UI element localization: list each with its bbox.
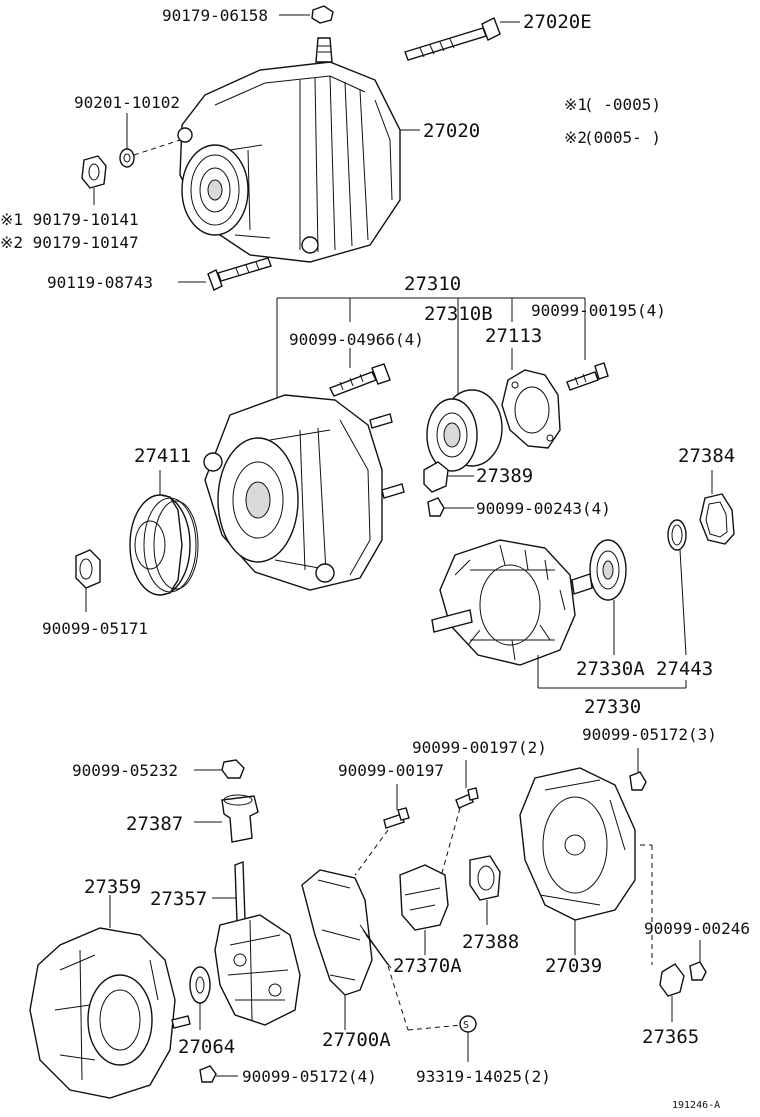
label-90179-10147: ※2 90179-10147 bbox=[0, 233, 139, 252]
screw-90099-00246 bbox=[689, 961, 707, 981]
label-27370A: 27370A bbox=[393, 955, 462, 977]
label-27700A: 27700A bbox=[322, 1029, 391, 1051]
label-27357: 27357 bbox=[150, 888, 207, 910]
collar-27389 bbox=[423, 461, 449, 493]
bolt-90099-04966 bbox=[329, 363, 391, 397]
legend-note2-range: (0005- ) bbox=[584, 128, 661, 147]
label-27388: 27388 bbox=[462, 931, 519, 953]
pulley-27411 bbox=[129, 494, 199, 596]
label-90179-06158: 90179-06158 bbox=[162, 6, 268, 25]
through-bolt-27020E bbox=[404, 17, 501, 61]
rotor-assembly-27330 bbox=[431, 539, 593, 666]
label-90179-10141: ※1 90179-10141 bbox=[0, 210, 139, 229]
label-27411: 27411 bbox=[134, 445, 191, 467]
screw-90099-00195 bbox=[566, 362, 609, 391]
label-27384: 27384 bbox=[678, 445, 735, 467]
nut-90099-05172-3 bbox=[629, 771, 647, 791]
label-90099-04966: 90099-04966(4) bbox=[289, 330, 424, 349]
ring-27443 bbox=[667, 519, 687, 551]
pulley-nut-90099-05171 bbox=[75, 549, 101, 589]
label-90099-00197: 90099-00197 bbox=[338, 761, 444, 780]
label-27020: 27020 bbox=[423, 120, 480, 142]
terminal-nut-90099-05232 bbox=[221, 759, 245, 779]
label-27387: 27387 bbox=[126, 813, 183, 835]
s-mark-93319-14025: S bbox=[459, 1015, 477, 1033]
regulator-27700A bbox=[301, 869, 392, 996]
label-27310B: 27310B bbox=[424, 303, 493, 325]
legend-note1-range: ( -0005) bbox=[584, 95, 661, 114]
label-90119-08743: 90119-08743 bbox=[47, 273, 153, 292]
label-90099-05172-4: 90099-05172(4) bbox=[242, 1067, 377, 1086]
label-27330A: 27330A bbox=[576, 658, 645, 680]
label-27064: 27064 bbox=[178, 1036, 235, 1058]
insulator-27064 bbox=[189, 966, 211, 1004]
label-90099-05172-3: 90099-05172(3) bbox=[582, 725, 717, 744]
terminal-nut-90179-06158 bbox=[311, 5, 334, 24]
drive-end-frame-27310 bbox=[203, 394, 405, 591]
label-90099-05232: 90099-05232 bbox=[72, 761, 178, 780]
label-27113: 27113 bbox=[485, 325, 542, 347]
label-27310: 27310 bbox=[404, 273, 461, 295]
nut-90099-05172-4 bbox=[199, 1065, 217, 1083]
label-27359: 27359 bbox=[84, 876, 141, 898]
label-90099-00195: 90099-00195(4) bbox=[531, 301, 666, 320]
terminal-insulator-27387 bbox=[221, 794, 259, 843]
label-27020E: 27020E bbox=[523, 11, 592, 33]
label-90099-00246: 90099-00246 bbox=[644, 919, 750, 938]
bearing-27310B bbox=[426, 389, 503, 472]
rear-end-cover-27039 bbox=[519, 767, 636, 921]
pulley-nut-90179-10141 bbox=[81, 155, 107, 189]
plate-27365 bbox=[659, 963, 685, 997]
label-27365: 27365 bbox=[642, 1026, 699, 1048]
screw-90099-00197 bbox=[383, 807, 410, 829]
s-mark-text: S bbox=[463, 1020, 469, 1031]
legend-note1-mark: ※1 bbox=[564, 95, 587, 114]
label-27389: 27389 bbox=[476, 465, 533, 487]
rear-end-frame-27359 bbox=[29, 927, 191, 1099]
rectifier-27357 bbox=[214, 861, 301, 1026]
label-90201-10102: 90201-10102 bbox=[74, 93, 180, 112]
label-90099-00243: 90099-00243(4) bbox=[476, 499, 611, 518]
washer-90201-10102 bbox=[119, 148, 135, 168]
screw-90099-00197-2 bbox=[455, 787, 479, 809]
figure-id: 191246-A bbox=[672, 1100, 720, 1111]
bolt-90119-08743 bbox=[207, 257, 272, 291]
brush-holder-27370A bbox=[399, 864, 449, 931]
bearing-cover-27384 bbox=[699, 493, 735, 545]
label-93319-14025: 93319-14025(2) bbox=[416, 1067, 551, 1086]
label-27039: 27039 bbox=[545, 955, 602, 977]
terminal-cover-27388 bbox=[469, 855, 501, 901]
label-27330: 27330 bbox=[584, 696, 641, 718]
alternator-assembly-27020 bbox=[177, 37, 401, 263]
label-90099-00197-2: 90099-00197(2) bbox=[412, 738, 547, 757]
legend-note2-mark: ※2 bbox=[564, 128, 587, 147]
screw-90099-00243 bbox=[427, 497, 445, 517]
retainer-plate-27113 bbox=[501, 369, 561, 449]
bearing-27330A bbox=[589, 539, 627, 601]
label-27443: 27443 bbox=[656, 658, 713, 680]
label-90099-05171: 90099-05171 bbox=[42, 619, 148, 638]
